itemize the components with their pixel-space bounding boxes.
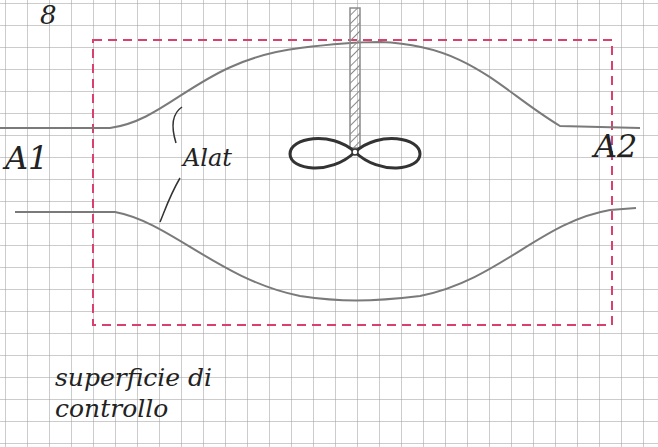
leader-line (160, 178, 180, 222)
area-label: A2 (594, 130, 637, 162)
propeller (290, 139, 420, 169)
leader-line (173, 107, 182, 143)
area-label: Alat (183, 146, 232, 170)
duct-upper-wall (0, 42, 640, 128)
figure-number: 8 (40, 2, 57, 28)
area-label: A1 (5, 142, 48, 174)
control-surface-label: superficie di controllo (55, 362, 255, 425)
propeller-shaft (350, 8, 360, 148)
propeller-hub (352, 149, 358, 155)
duct-lower-wall (15, 208, 636, 301)
